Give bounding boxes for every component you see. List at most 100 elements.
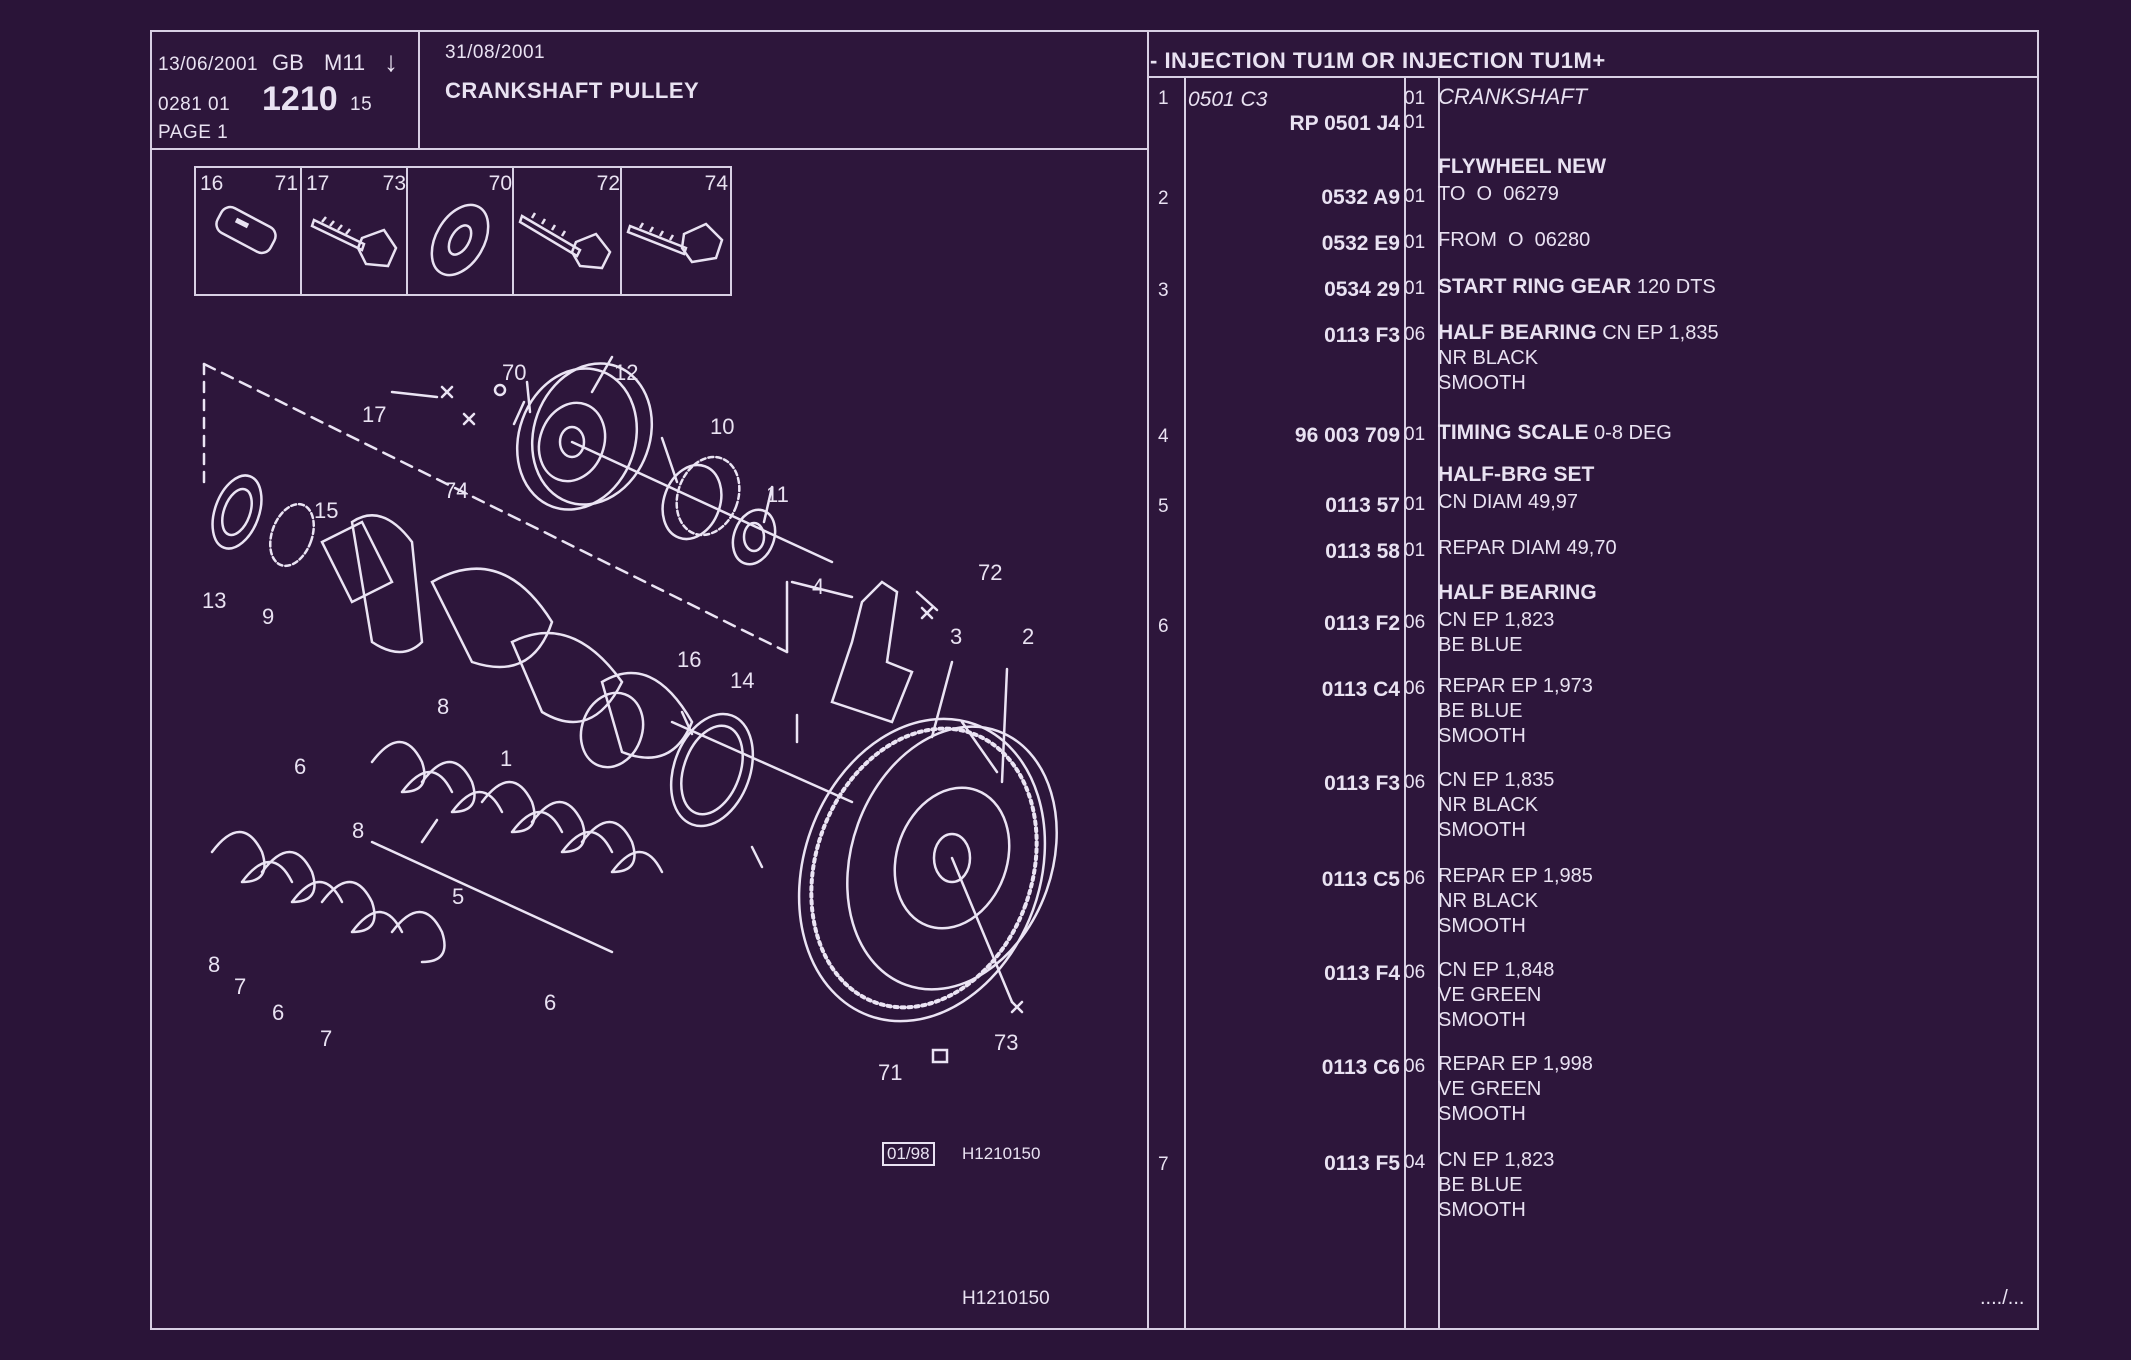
row-index: 2 <box>1158 188 1169 209</box>
legend-right-number: 70 <box>488 172 512 195</box>
part-reference: 0534 29 <box>1324 278 1400 301</box>
callout-label: 11 <box>766 482 789 507</box>
col-rule-desc <box>1438 78 1440 1328</box>
update-date: 31/08/2001 <box>445 42 546 63</box>
part-description: CN EP 1,835 NR BLACK SMOOTH <box>1438 769 1555 841</box>
screw-icon <box>518 212 612 270</box>
part-reference: 0532 A9 <box>1321 186 1400 209</box>
part-name: HALF-BRG SET <box>1438 463 1595 486</box>
part-quantity: 06 <box>1404 324 1426 345</box>
catalog-ref-prefix: 0281 01 <box>158 94 231 115</box>
part-reference: 0113 C6 <box>1321 1056 1400 1079</box>
part-reference: 0113 C5 <box>1321 868 1400 891</box>
callout-label: 74 <box>444 478 469 503</box>
part-quantity: 01 <box>1404 112 1426 133</box>
washer-icon <box>430 203 490 277</box>
callout-label: 2 <box>1022 624 1035 649</box>
center-divider <box>1147 32 1149 1328</box>
part-description: HALF BEARING <box>1438 580 1597 606</box>
legend-cell: 72 <box>512 168 622 294</box>
part-reference: 0113 58 <box>1325 540 1400 563</box>
part-description: REPAR DIAM 49,70 <box>1438 537 1617 559</box>
callout-label: 3 <box>950 624 963 649</box>
part-quantity: 06 <box>1404 1056 1426 1077</box>
part-description: CRANKSHAFT <box>1438 84 1587 111</box>
part-reference: 0501 C3 <box>1188 88 1268 111</box>
page-title: CRANKSHAFT PULLEY <box>445 78 700 103</box>
bolt-icon <box>310 216 398 268</box>
col-rule-qty <box>1404 78 1406 1328</box>
legend-right-number: 73 <box>382 172 406 195</box>
down-arrow-icon: ↓ <box>384 46 398 77</box>
callout-label: 13 <box>202 588 227 613</box>
part-quantity: 01 <box>1404 424 1426 445</box>
part-detail: 120 DTS <box>1631 276 1716 298</box>
row-index: 4 <box>1158 426 1169 447</box>
part-name: FLYWHEEL NEW <box>1438 155 1607 178</box>
part-description: HALF BEARING CN EP 1,835 NR BLACK SMOOTH <box>1438 320 1719 396</box>
row-index: 6 <box>1158 616 1169 637</box>
callout-label: 6 <box>294 754 307 779</box>
group-suffix: 15 <box>350 94 373 115</box>
header-divider <box>418 32 420 148</box>
callout-label: 5 <box>452 884 465 909</box>
part-description: CN EP 1,848 VE GREEN SMOOTH <box>1438 959 1555 1031</box>
part-name: START RING GEAR <box>1438 275 1632 298</box>
fastener-legend: 16 71 17 73 70 72 74 <box>194 166 732 296</box>
part-description: CN DIAM 49,97 <box>1438 491 1579 513</box>
callout-label: 14 <box>730 668 755 693</box>
part-description: CN EP 1,823 BE BLUE SMOOTH <box>1438 1149 1555 1221</box>
edition-date: 13/06/2001 <box>158 54 259 75</box>
callout-label: 72 <box>978 560 1003 585</box>
part-reference: 0113 F3 <box>1324 772 1400 795</box>
revision-stamp: 01/98 <box>882 1142 935 1166</box>
legend-right-number: 71 <box>274 172 298 195</box>
callout-label: 7 <box>234 974 247 999</box>
col-rule-index <box>1184 78 1186 1328</box>
callout-label: 70 <box>502 360 527 385</box>
part-reference: 0113 F4 <box>1324 962 1400 985</box>
part-reference: 0113 C4 <box>1321 678 1400 701</box>
callout-label: 17 <box>362 402 387 427</box>
part-quantity: 01 <box>1404 232 1426 253</box>
part-description: FLYWHEEL NEW <box>1438 154 1606 180</box>
legend-right-number: 72 <box>596 172 620 195</box>
part-quantity: 01 <box>1404 88 1426 109</box>
part-reference: 0113 F5 <box>1324 1152 1400 1175</box>
legend-cell: 74 <box>620 168 732 294</box>
part-reference: 0113 57 <box>1325 494 1400 517</box>
callout-label: 8 <box>208 952 221 977</box>
language-code: GB <box>272 50 304 75</box>
part-description: FROM O 06280 <box>1438 229 1591 251</box>
part-quantity: 06 <box>1404 772 1426 793</box>
callout-label: 10 <box>710 414 735 439</box>
crankshaft-assembly-drawing <box>202 355 1058 1064</box>
legend-right-number: 74 <box>704 172 728 195</box>
part-detail: 0-8 DEG <box>1588 422 1672 444</box>
callout-label: 6 <box>544 990 557 1015</box>
legend-cell: 17 73 <box>300 168 408 294</box>
legend-cell: 70 <box>406 168 514 294</box>
footer-figure-ref: H1210150 <box>962 1288 1050 1309</box>
row-index: 5 <box>1158 496 1169 517</box>
part-description: TO O 06279 <box>1438 183 1559 205</box>
model-code: M11 <box>324 50 366 75</box>
hex-bolt-icon <box>626 222 724 264</box>
callout-label: 7 <box>320 1026 333 1051</box>
callout-label: 6 <box>272 1000 285 1025</box>
part-quantity: 06 <box>1404 612 1426 633</box>
pin-icon <box>215 205 277 255</box>
part-name: TIMING SCALE <box>1438 421 1589 444</box>
part-description: REPAR EP 1,985 NR BLACK SMOOTH <box>1438 865 1593 937</box>
continued-marker: ..../... <box>1980 1287 2025 1309</box>
row-index: 7 <box>1158 1154 1169 1175</box>
part-name: CRANKSHAFT <box>1438 84 1588 109</box>
part-description: REPAR EP 1,998 VE GREEN SMOOTH <box>1438 1053 1593 1125</box>
figure-ref: H1210150 <box>962 1144 1041 1163</box>
part-reference: 96 003 709 <box>1294 424 1400 447</box>
part-quantity: 06 <box>1404 868 1426 889</box>
part-name: HALF BEARING <box>1438 581 1597 604</box>
callout-label: 16 <box>677 647 702 672</box>
legend-left-number: 16 <box>200 172 224 195</box>
part-name: HALF BEARING <box>1438 321 1597 344</box>
